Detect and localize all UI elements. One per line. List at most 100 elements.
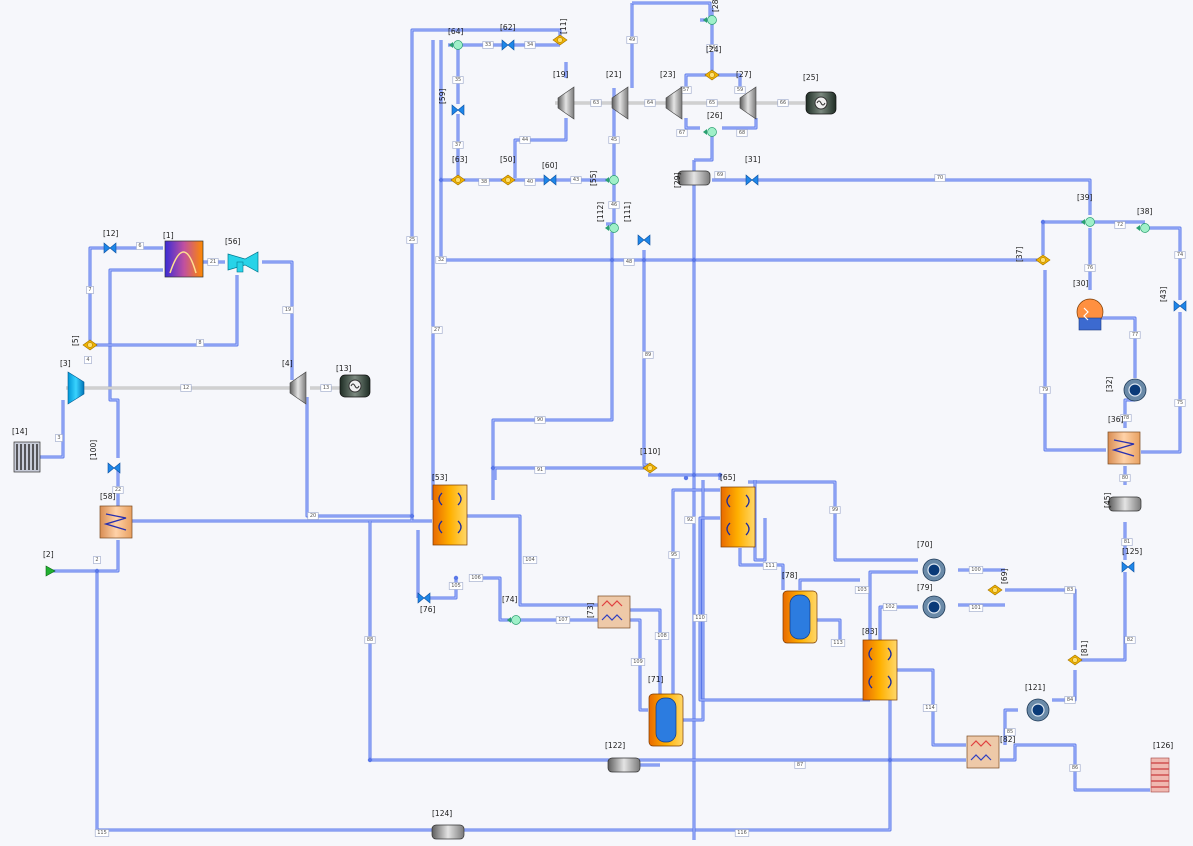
stream-label-box <box>524 178 536 186</box>
unit-stack-126[interactable]: [126] <box>1150 741 1173 793</box>
unit-heat-exchanger-58[interactable]: [58] <box>99 492 133 539</box>
unit-mixer-26[interactable]: [26] <box>703 111 722 137</box>
unit-hrsg-83[interactable]: [83] <box>862 627 898 701</box>
unit-heater-82[interactable]: [82] <box>966 735 1015 769</box>
unit-splitter-69[interactable]: [69] <box>987 569 1009 596</box>
unit-compressor-3[interactable]: [3] <box>60 359 85 405</box>
stream-label: 86 <box>1072 765 1078 771</box>
stream-label: 107 <box>558 617 568 623</box>
unit-ejector-56[interactable]: [56] <box>225 237 259 273</box>
unit-pump-121[interactable]: [121] <box>1025 683 1050 722</box>
stream-label-box <box>364 636 376 644</box>
unit-mixer-112[interactable]: [112] <box>596 202 619 233</box>
unit-mixer-74[interactable]: [74] <box>502 595 521 625</box>
unit-label: [23] <box>660 70 675 79</box>
stream-label: 99 <box>832 507 838 513</box>
stream-label-box <box>320 384 332 392</box>
unit-drum-45[interactable]: [45] <box>1103 493 1142 512</box>
stream-label: 91 <box>537 467 543 473</box>
stream-label-box <box>468 574 484 582</box>
unit-pump-70[interactable]: [70] <box>917 540 946 582</box>
stream-label-box <box>1064 696 1076 704</box>
stream-label-box <box>934 174 946 182</box>
stream-label-box <box>1084 264 1096 272</box>
unit-valve-31[interactable]: [31] <box>745 155 760 186</box>
stream-label-box <box>642 351 654 359</box>
unit-drum-29[interactable]: [29] <box>673 170 711 188</box>
unit-splitter-50[interactable]: [50] <box>500 155 516 186</box>
unit-label: [12] <box>103 229 118 238</box>
unit-valve-12[interactable]: [12] <box>103 229 118 254</box>
unit-generator-25[interactable]: [25] <box>803 73 837 115</box>
unit-condenser-30[interactable]: [30] <box>1073 279 1104 331</box>
unit-mixer-38[interactable]: [38] <box>1136 207 1152 233</box>
stream-label-box <box>854 586 870 594</box>
unit-splitter-24[interactable]: [24] <box>704 45 721 81</box>
unit-splitter-11[interactable]: [11] <box>552 19 568 46</box>
unit-pump-32[interactable]: [32] <box>1105 377 1147 402</box>
unit-heat-exchanger-36[interactable]: [36] <box>1107 415 1141 465</box>
unit-turbine-23[interactable]: [23] <box>660 70 683 120</box>
unit-drum-124[interactable]: [124] <box>431 809 465 840</box>
unit-mixer-64[interactable]: [64] <box>448 27 463 50</box>
stream-label: 68 <box>739 130 745 136</box>
stream-label-box <box>522 556 538 564</box>
unit-label: [62] <box>500 23 515 32</box>
stream-label: 110 <box>695 615 705 621</box>
unit-burner-1[interactable]: [1] <box>163 231 204 278</box>
unit-valve-125[interactable]: [125] <box>1121 547 1142 573</box>
unit-label: [64] <box>448 27 463 36</box>
stream-label: 37 <box>455 142 461 148</box>
unit-source-2[interactable]: [2] <box>43 550 56 577</box>
unit-air-filter-14[interactable]: [14] <box>12 427 41 473</box>
stream-label: 35 <box>455 77 461 83</box>
unit-label: [110] <box>640 447 660 456</box>
unit-valve-111[interactable]: [111] <box>623 202 651 246</box>
stream-label: 69 <box>717 172 723 178</box>
stream-label-box <box>452 141 464 149</box>
unit-label: [31] <box>745 155 760 164</box>
unit-turbine-21[interactable]: [21] <box>606 70 629 120</box>
unit-heater-73[interactable]: [73] <box>586 595 631 629</box>
stream-label-box <box>692 614 708 622</box>
stream-label: 116 <box>737 830 747 836</box>
units-layer: [1] [2] [3] [4] [5] [12] [13] [14] [56] [58] [100]… <box>12 0 1187 840</box>
stream-label: 3 <box>57 435 60 441</box>
unit-mixer-39[interactable]: [39] <box>1077 193 1095 227</box>
unit-valve-62[interactable]: [62] <box>500 23 515 51</box>
unit-splitter-5[interactable]: [5] <box>71 335 98 351</box>
unit-mixer-28[interactable]: [28] <box>703 0 720 25</box>
unit-valve-43[interactable]: [43] <box>1159 287 1187 312</box>
stream-label: 80 <box>1122 475 1128 481</box>
stream-label-box <box>608 136 620 144</box>
unit-turbine-4[interactable]: [4] <box>282 359 307 405</box>
unit-splitter-37[interactable]: [37] <box>1015 247 1051 266</box>
unit-label: [32] <box>1105 377 1114 392</box>
unit-splitter-81[interactable]: [81] <box>1067 641 1089 666</box>
unit-turbine-19[interactable]: [19] <box>553 70 575 120</box>
unit-turbine-27[interactable]: [27] <box>736 70 757 120</box>
stream-label: 102 <box>885 604 895 610</box>
unit-splitter-63[interactable]: [63] <box>450 155 467 186</box>
unit-valve-59[interactable]: [59] <box>438 89 465 116</box>
unit-hrsg-53[interactable]: [53] <box>432 473 468 546</box>
unit-label: [122] <box>605 741 625 750</box>
unit-deaerator-78[interactable]: [78] <box>782 571 818 644</box>
unit-hrsg-65[interactable]: [65] <box>720 473 756 548</box>
unit-mixer-55[interactable]: [55] <box>589 171 619 186</box>
unit-valve-60[interactable]: [60] <box>542 161 557 186</box>
unit-generator-13[interactable]: [13] <box>336 364 371 398</box>
unit-label: [3] <box>60 359 71 368</box>
stream-label-box <box>968 566 984 574</box>
unit-valve-100[interactable]: [100] <box>89 440 121 474</box>
stream-label: 45 <box>611 137 617 143</box>
unit-deaerator-71[interactable]: [71] <box>648 675 684 747</box>
unit-drum-122[interactable]: [122] <box>605 741 641 773</box>
stream-label-box <box>644 99 656 107</box>
stream-label: 115 <box>97 830 107 836</box>
unit-splitter-110[interactable]: [110] <box>640 447 660 474</box>
unit-pump-79[interactable]: [79] <box>917 583 946 619</box>
stream-label: 89 <box>645 352 651 358</box>
unit-valve-76[interactable]: [76] <box>417 592 435 614</box>
stream-label: 64 <box>647 100 653 106</box>
